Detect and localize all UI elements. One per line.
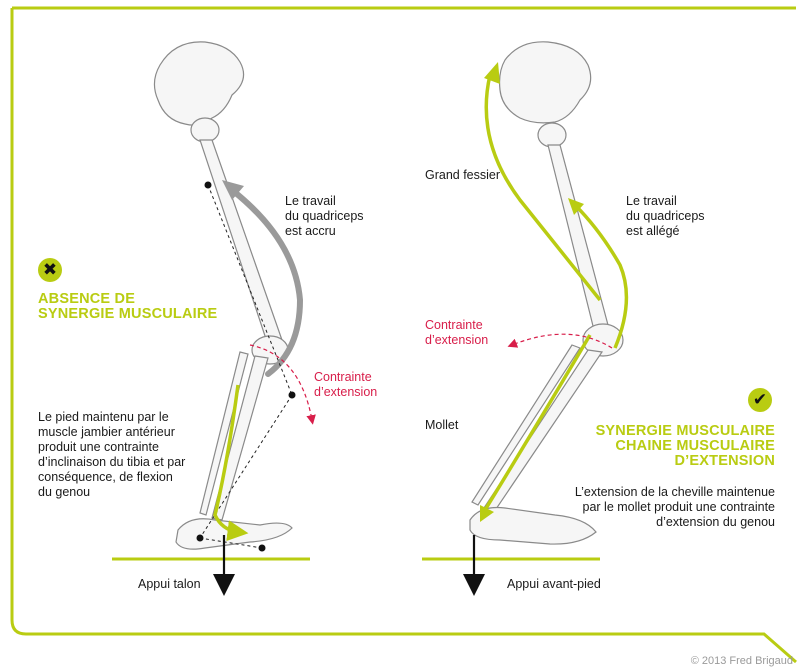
frame-border: [12, 8, 796, 662]
right-glute-arrowhead: [484, 62, 500, 84]
right-support-label: Appui avant-pied: [507, 577, 601, 592]
left-constraint-note: Contrainte d’extension: [314, 370, 377, 400]
x-mark-icon: ✖: [38, 258, 62, 282]
right-quadriceps-note: Le travail du quadriceps est allégé: [626, 194, 705, 239]
copyright-notice: © 2013 Fred Brigaud: [691, 655, 793, 667]
right-calf-muscle: [485, 335, 590, 510]
right-title: SYNERGIE MUSCULAIRE CHAINE MUSCULAIRE D’…: [596, 424, 775, 469]
right-extension-note: L’extension de la cheville maintenue par…: [575, 485, 775, 530]
left-support-label: Appui talon: [138, 577, 201, 592]
right-calf-label: Mollet: [425, 418, 458, 433]
left-quadriceps-note: Le travail du quadriceps est accru: [285, 194, 364, 239]
right-constraint-note: Contrainte d’extension: [425, 318, 488, 348]
left-foot-note: Le pied maintenu par le muscle jambier a…: [38, 410, 185, 500]
check-mark-icon: ✔: [748, 388, 772, 412]
left-title: ABSENCE DE SYNERGIE MUSCULAIRE: [38, 292, 217, 322]
right-glute-label: Grand fessier: [425, 168, 500, 183]
